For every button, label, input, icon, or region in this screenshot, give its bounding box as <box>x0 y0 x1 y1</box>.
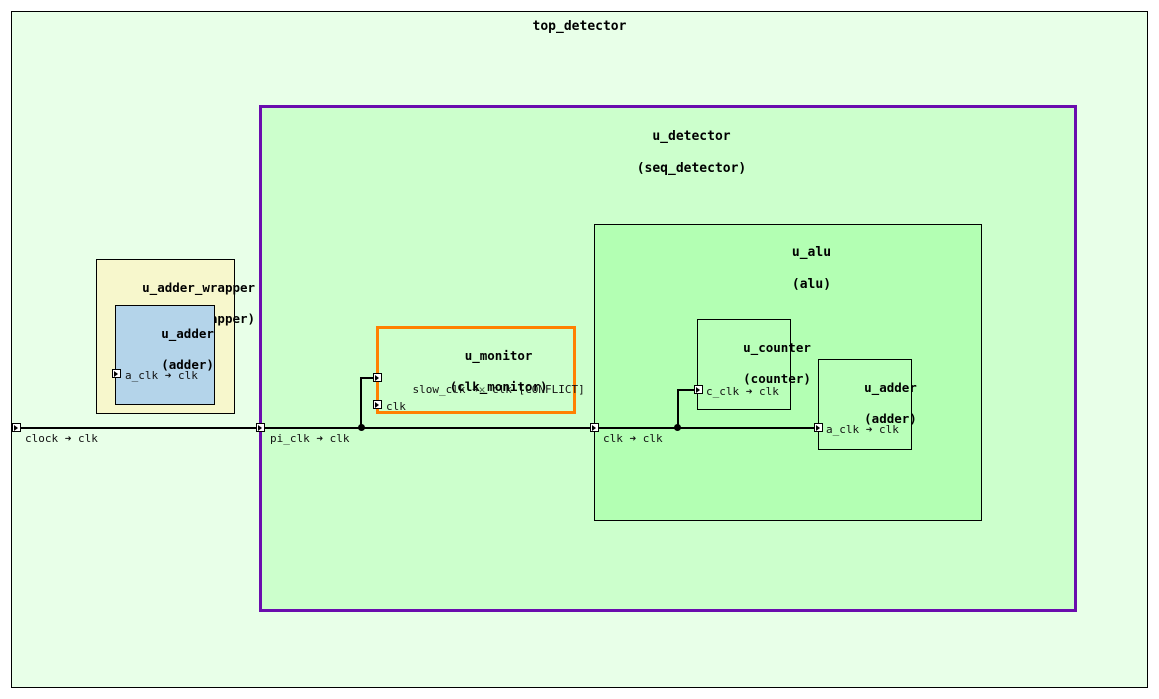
block-u-monitor-module: (clk_monitor) <box>449 378 548 394</box>
block-u-adder-blue-title: u_adder (adder) <box>116 311 214 387</box>
port-adder-right-a-clk-label: a_clk ➜ clk <box>826 423 899 436</box>
block-u-counter-module: (counter) <box>743 370 811 386</box>
conflict-x-icon: ✕ <box>478 383 486 396</box>
block-u-counter[interactable]: u_counter (counter) <box>697 319 811 410</box>
junction-counter <box>674 424 681 431</box>
junction-monitor <box>358 424 365 431</box>
port-adder-blue-a-clk[interactable] <box>112 369 121 378</box>
port-monitor-slow-clk-target: clk [CONFLICT] <box>485 383 585 396</box>
port-monitor-slow-clk[interactable] <box>373 373 382 382</box>
wire-branch-monitor-horizontal <box>360 377 381 379</box>
block-u-counter-name: u_counter <box>743 340 811 356</box>
block-u-alu-module: (alu) <box>791 276 832 292</box>
port-detector-pi-clk-label: pi_clk ➜ clk <box>270 432 350 445</box>
block-u-detector-module: (seq_detector) <box>636 160 747 176</box>
wire-branch-counter-horizontal <box>677 389 702 391</box>
block-u-alu-title: u_alu (alu) <box>595 229 981 308</box>
wire-clk-trunk <box>16 427 818 429</box>
block-u-adder-wrapper-name: u_adder_wrapper <box>142 280 256 296</box>
port-monitor-clk[interactable] <box>373 400 382 409</box>
block-u-adder-right-title: u_adder (adder) <box>819 365 917 441</box>
block-u-adder-blue-module: (adder) <box>161 356 214 372</box>
wire-branch-counter-vertical <box>677 389 679 428</box>
block-u-adder-right[interactable]: u_adder (adder) <box>818 359 917 450</box>
block-top-detector-title: top_detector <box>532 19 627 34</box>
port-adder-right-a-clk[interactable] <box>814 423 823 432</box>
block-u-alu-name: u_alu <box>791 244 832 260</box>
port-adder-blue-a-clk-label: a_clk ➜ clk <box>125 369 198 382</box>
wire-branch-monitor-vertical <box>360 377 362 428</box>
block-u-adder-blue-name: u_adder <box>161 326 214 342</box>
block-u-monitor[interactable]: u_monitor (clk_monitor) <box>376 326 576 414</box>
port-alu-clk-label: clk ➜ clk <box>603 432 663 445</box>
block-u-adder-blue[interactable]: u_adder (adder) <box>115 305 215 405</box>
block-u-detector-title: u_detector (seq_detector) <box>262 113 1074 192</box>
port-monitor-clk-label: clk <box>386 400 406 413</box>
block-u-adder-right-module: (adder) <box>864 410 917 426</box>
port-monitor-slow-clk-source: slow_clk ➜ <box>412 383 479 396</box>
block-u-monitor-title: u_monitor (clk_monitor) <box>379 333 573 409</box>
port-monitor-slow-clk-label: slow_clk ➜✕ clk [CONFLICT] <box>386 373 585 406</box>
port-counter-c-clk[interactable] <box>694 385 703 394</box>
port-detector-pi-clk[interactable] <box>256 423 265 432</box>
port-top-clock[interactable] <box>12 423 21 432</box>
port-top-clock-label: clock ➜ clk <box>25 432 98 445</box>
port-alu-clk[interactable] <box>590 423 599 432</box>
block-u-counter-title: u_counter (counter) <box>698 325 811 401</box>
block-u-detector-name: u_detector <box>652 128 731 144</box>
block-u-adder-right-name: u_adder <box>864 380 917 396</box>
port-counter-c-clk-label: c_clk ➜ clk <box>706 385 779 398</box>
block-u-monitor-name: u_monitor <box>464 348 533 364</box>
